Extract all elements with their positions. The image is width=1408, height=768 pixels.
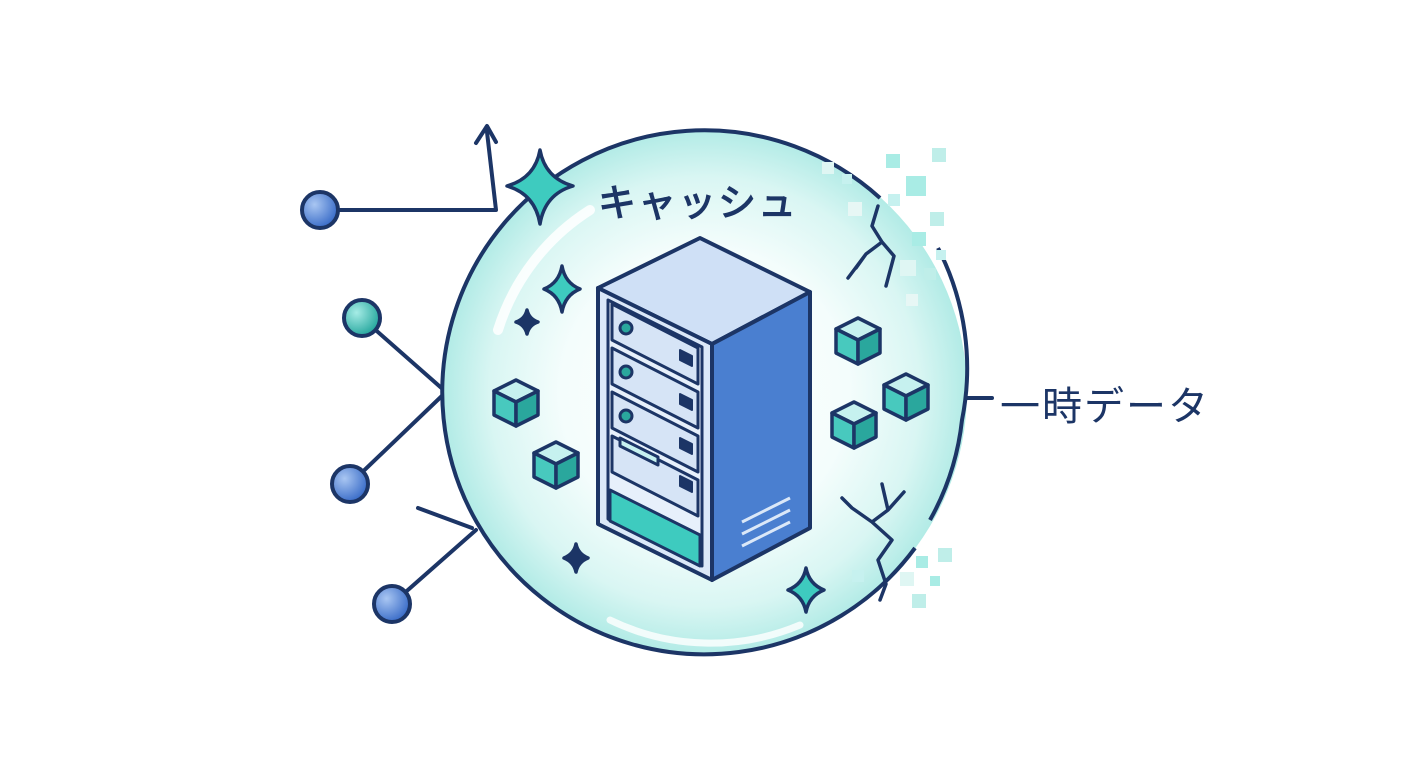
data-cube-icon <box>492 378 540 428</box>
sparkle-icon <box>542 264 582 314</box>
crack-icon <box>840 482 906 602</box>
network-node-icon <box>342 298 382 338</box>
cache-label: キャッシュ <box>598 172 798 227</box>
server-base-strip <box>608 488 702 568</box>
drive-bay <box>610 434 700 518</box>
sparkle-icon <box>514 308 540 336</box>
middle-connector-line <box>350 316 448 484</box>
server-icon <box>596 236 812 582</box>
lower-branch-line <box>416 506 474 530</box>
drive-bay <box>610 302 700 386</box>
vent-line <box>741 520 791 548</box>
bay-handle <box>679 475 693 493</box>
bay-handle <box>679 393 693 411</box>
crack-icon <box>846 204 896 288</box>
temporary-data-label-text: 一時データ <box>1000 384 1210 430</box>
pixel-dissolve-icon <box>822 148 952 608</box>
network-node-icon <box>372 584 412 624</box>
sparkles <box>505 148 826 614</box>
drive-bay <box>610 390 700 474</box>
temporary-data-label: 一時データ <box>1000 374 1210 432</box>
network-node-icon <box>300 190 340 230</box>
drive-bay <box>610 346 700 430</box>
data-cube-icon <box>830 400 878 450</box>
sparkle-icon <box>786 566 826 614</box>
top-connector-line <box>320 130 498 212</box>
status-led-icon <box>618 408 634 424</box>
data-cube-icon <box>532 440 580 490</box>
disk-slot <box>618 436 660 467</box>
bay-handle <box>679 437 693 455</box>
network-node-icon <box>330 464 370 504</box>
sparkle-icon <box>505 148 575 226</box>
data-cube-icon <box>834 316 882 366</box>
vent-line <box>741 496 791 524</box>
data-cube-icon <box>882 372 930 422</box>
arrow-head-icon <box>474 124 498 145</box>
status-led-icon <box>618 320 634 336</box>
data-cubes <box>492 316 930 490</box>
vent-line <box>741 508 791 536</box>
network-nodes <box>300 190 412 624</box>
status-led-icon <box>618 364 634 380</box>
bubble-cracks <box>840 204 906 602</box>
bay-handle <box>679 349 693 367</box>
cache-label-text: キャッシュ <box>598 181 799 225</box>
sparkle-icon <box>562 542 590 574</box>
